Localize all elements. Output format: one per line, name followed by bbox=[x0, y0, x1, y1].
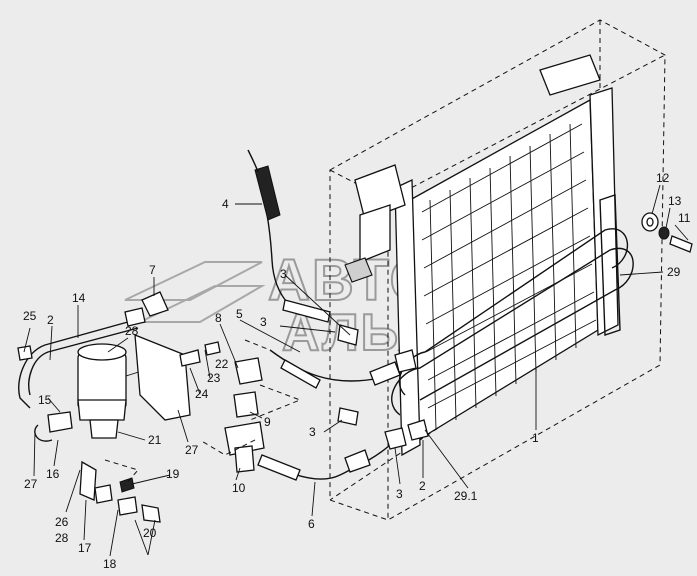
callout-13: 15 bbox=[38, 393, 52, 407]
callout-21: 23 bbox=[207, 371, 221, 385]
air-line bbox=[17, 291, 169, 442]
callout-23: 25 bbox=[23, 309, 37, 323]
callout-3-mid-left: 3 bbox=[260, 315, 267, 329]
center-fittings bbox=[269, 257, 417, 426]
callout-4-lower: 6 bbox=[308, 517, 315, 531]
watermark-logo-icon bbox=[124, 261, 266, 323]
callout-16: 18 bbox=[103, 557, 117, 571]
callout-11: 13 bbox=[668, 194, 682, 208]
callout-19: 21 bbox=[148, 433, 162, 447]
tee-fittings bbox=[224, 357, 265, 473]
bracket bbox=[134, 334, 191, 421]
callout-5: 7 bbox=[149, 263, 156, 277]
callout-28: 28 bbox=[125, 324, 139, 338]
callout-4-middle: 5 bbox=[236, 307, 243, 321]
callout-2-left: 2 bbox=[47, 313, 54, 327]
callout-7: 9 bbox=[264, 415, 271, 429]
condenser-core bbox=[354, 54, 619, 457]
callout-1: 1 bbox=[532, 431, 539, 445]
callout-18: 20 bbox=[143, 526, 157, 540]
callout-3-lower: 3 bbox=[309, 425, 316, 439]
callout-26: 28 bbox=[55, 531, 69, 545]
callout-22: 24 bbox=[195, 387, 209, 401]
callout-6: 8 bbox=[215, 311, 222, 325]
callout-25: 27 bbox=[185, 443, 199, 457]
callout-3-bottom: 3 bbox=[396, 487, 403, 501]
mounting-hardware bbox=[641, 212, 693, 253]
callout-24: 26 bbox=[55, 515, 69, 529]
callout-12: 14 bbox=[72, 291, 86, 305]
callout-29: 29 bbox=[667, 265, 681, 279]
core-fins bbox=[429, 123, 577, 431]
callout-3-top: 3 bbox=[280, 267, 287, 281]
callout-27: 27 bbox=[24, 477, 38, 491]
callout-20: 22 bbox=[215, 357, 229, 371]
callout-14: 16 bbox=[46, 467, 60, 481]
assembly-guides bbox=[104, 339, 302, 486]
callout-2-right: 2 bbox=[419, 479, 426, 493]
callout-17: 19 bbox=[166, 467, 180, 481]
hose-lower bbox=[257, 419, 429, 481]
callout-8: 10 bbox=[232, 481, 246, 495]
callout-4-upper: 4 bbox=[222, 197, 229, 211]
callout-29-1: 29.1 bbox=[454, 489, 478, 503]
oil-cooler-tubes bbox=[391, 194, 634, 416]
callout-leaders bbox=[23, 184, 689, 557]
air-dryer bbox=[77, 343, 146, 439]
callout-10: 12 bbox=[656, 171, 670, 185]
small-fittings bbox=[79, 341, 221, 523]
callout-9: 11 bbox=[678, 211, 691, 225]
callout-15: 17 bbox=[78, 541, 92, 555]
callout-labels: 4 7 14 2 25 28 8 5 3 3 12 13 11 29 1 29.… bbox=[23, 171, 691, 571]
